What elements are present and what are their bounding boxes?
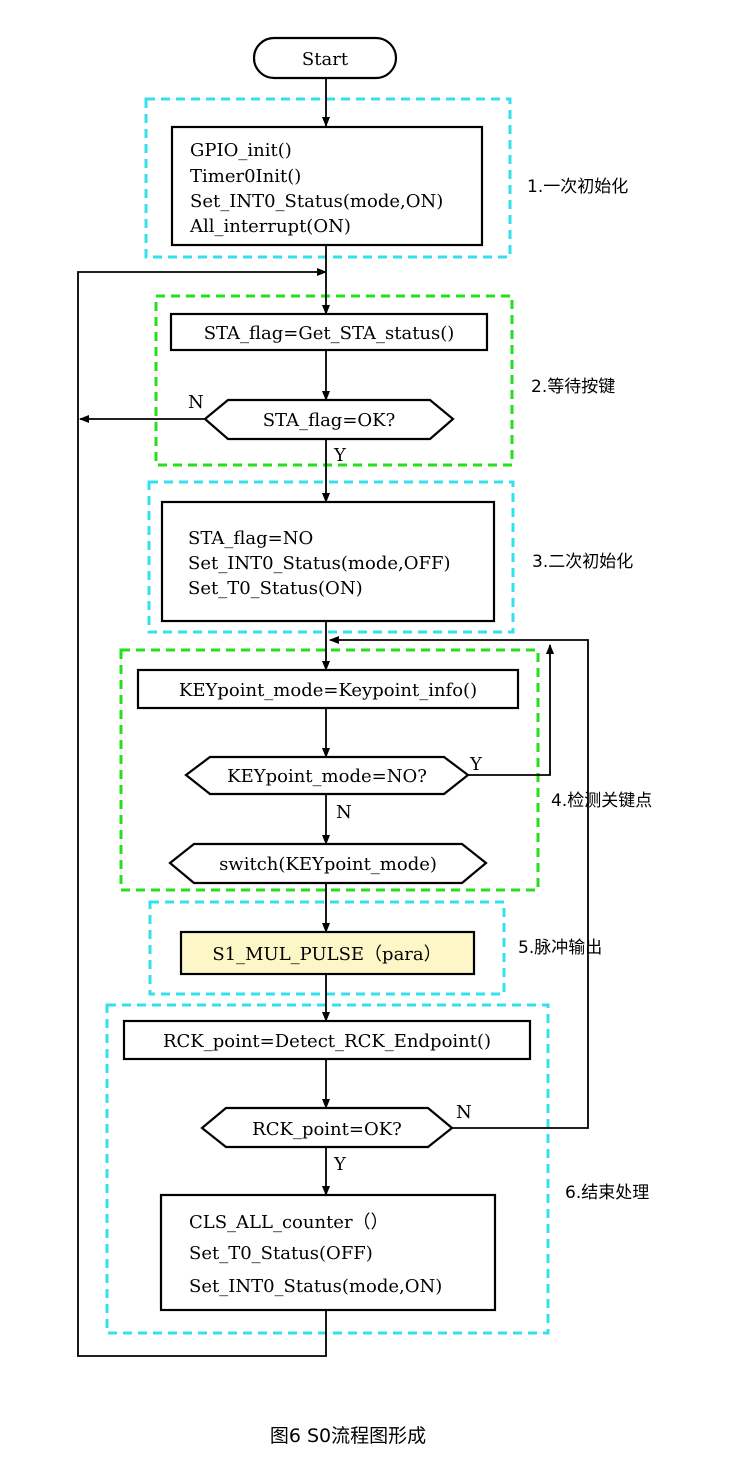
connectors xyxy=(77,78,589,1357)
step2-label: 2.等待按键 xyxy=(531,377,615,397)
start-label: Start xyxy=(302,49,349,70)
end-process-box: CLS_ALL_counter（） Set_T0_Status(OFF) Set… xyxy=(159,1193,497,1312)
start-terminal: Start xyxy=(252,36,398,80)
init-line-1: GPIO_init() xyxy=(190,140,292,161)
get-status-text: STA_flag=Get_STA_status() xyxy=(204,323,455,344)
keypoint-info-text: KEYpoint_mode=Keypoint_info() xyxy=(179,680,477,701)
detect-endpoint-text: RCK_point=Detect_RCK_Endpoint() xyxy=(163,1031,491,1052)
switch-keypoint: switch(KEYpoint_mode) xyxy=(168,842,488,885)
keypoint-info-box: KEYpoint_mode=Keypoint_info() xyxy=(136,668,520,710)
group-frame-step1 xyxy=(144,97,512,259)
step6-label: 6.结束处理 xyxy=(565,1183,649,1203)
sta-flag-decision-text: STA_flag=OK? xyxy=(263,410,396,431)
group-frame-step4 xyxy=(119,648,540,892)
get-status-box: STA_flag=Get_STA_status() xyxy=(169,312,489,352)
step4-label: 4.检测关键点 xyxy=(551,791,652,811)
step2-no-label: N xyxy=(188,392,204,413)
sta-flag-decision: STA_flag=OK? xyxy=(203,398,455,441)
keypoint-decision-text: KEYpoint_mode=NO? xyxy=(227,766,427,787)
group-frame-step3 xyxy=(147,480,515,634)
end-line-2: Set_T0_Status(OFF) xyxy=(189,1243,373,1264)
step4-no-label: N xyxy=(336,802,352,823)
group-frame-step5 xyxy=(148,900,506,996)
step5-label: 5.脉冲输出 xyxy=(518,938,602,958)
reinit-line-3: Set_T0_Status(ON) xyxy=(188,578,363,599)
end-line-1: CLS_ALL_counter（） xyxy=(189,1212,389,1233)
step2-yes-label: Y xyxy=(333,445,347,466)
group-frame-step2 xyxy=(154,294,514,467)
pulse-output-box: S1_MUL_PULSE（para） xyxy=(179,930,476,976)
keypoint-decision: KEYpoint_mode=NO? xyxy=(184,755,470,796)
init-line-2: Timer0Init() xyxy=(190,166,301,187)
reinit-line-2: Set_INT0_Status(mode,OFF) xyxy=(188,553,450,574)
switch-text: switch(KEYpoint_mode) xyxy=(219,854,437,875)
init-box-1: GPIO_init() Timer0Init() Set_INT0_Status… xyxy=(170,125,484,247)
reinit-line-1: STA_flag=NO xyxy=(188,528,313,549)
step3-label: 3.二次初始化 xyxy=(532,552,633,572)
step1-label: 1.一次初始化 xyxy=(527,177,628,197)
end-line-3: Set_INT0_Status(mode,ON) xyxy=(189,1276,442,1297)
init-box-2: STA_flag=NO Set_INT0_Status(mode,OFF) Se… xyxy=(160,500,496,623)
rck-decision: RCK_point=OK? xyxy=(200,1106,454,1149)
detect-endpoint-box: RCK_point=Detect_RCK_Endpoint() xyxy=(122,1019,532,1061)
step4-yes-label: Y xyxy=(469,754,483,775)
pulse-output-text: S1_MUL_PULSE（para） xyxy=(212,944,441,965)
init-line-3: Set_INT0_Status(mode,ON) xyxy=(190,191,443,212)
init-line-4: All_interrupt(ON) xyxy=(189,216,351,237)
figure-caption: 图6 S0流程图形成 xyxy=(270,1425,426,1447)
rck-decision-text: RCK_point=OK? xyxy=(252,1119,402,1140)
step6-no-label: N xyxy=(456,1102,472,1123)
group-frame-step6 xyxy=(105,1003,550,1335)
step6-yes-label: Y xyxy=(333,1154,347,1175)
